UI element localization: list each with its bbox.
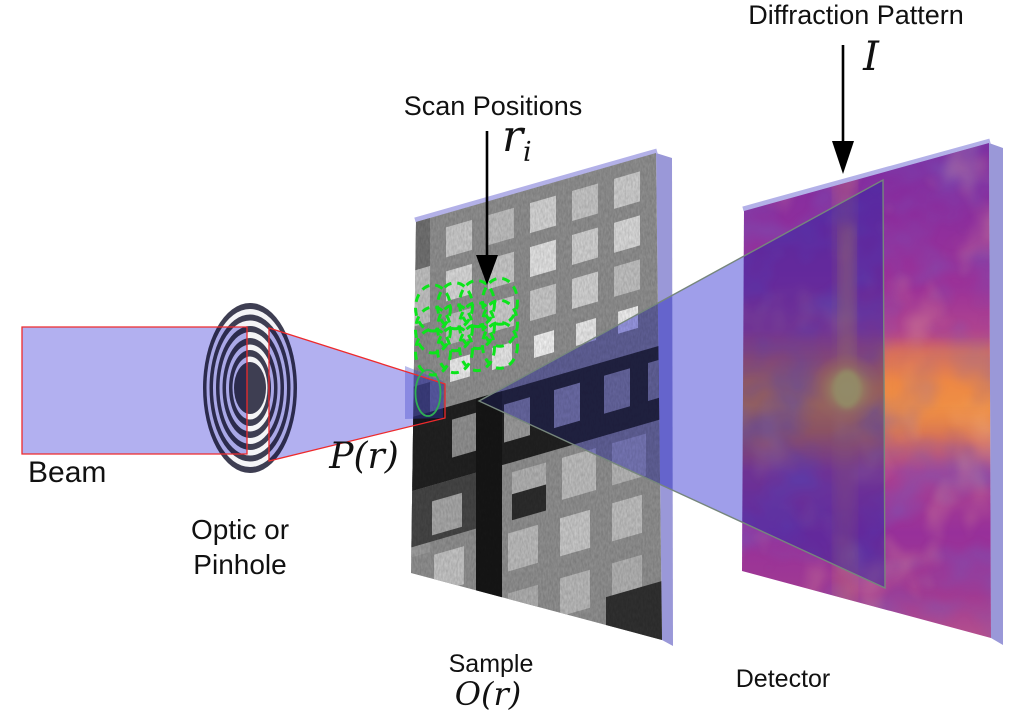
diffraction-pattern-arrow bbox=[832, 45, 854, 174]
detector-top-edge bbox=[742, 138, 991, 212]
detector-side-face bbox=[989, 143, 1003, 645]
optic-label-line1: Optic or bbox=[190, 514, 290, 545]
scan-math-sub: i bbox=[523, 136, 532, 168]
scan-positions-math-label: ri bbox=[502, 111, 532, 168]
scan-positions-label: Scan Positions bbox=[403, 91, 583, 121]
scan-circle bbox=[458, 279, 496, 329]
diffraction-pattern-label: Diffraction Pattern bbox=[748, 0, 964, 30]
scan-circle bbox=[481, 298, 519, 348]
intensity-math-label: I bbox=[863, 34, 879, 80]
cone-edge bbox=[477, 178, 886, 590]
scan-circle bbox=[458, 301, 496, 351]
scan-circle bbox=[458, 323, 496, 373]
beam-label: Beam bbox=[28, 456, 107, 489]
probe-function-label: P(r) bbox=[329, 436, 399, 477]
diverging-cone bbox=[477, 178, 886, 590]
scan-circle bbox=[414, 327, 452, 377]
object-function-label: O(r) bbox=[454, 675, 522, 713]
beam-outline bbox=[21, 326, 248, 455]
scan-position-circles bbox=[414, 276, 519, 377]
optic-label: Optic or Pinhole bbox=[191, 512, 289, 582]
converging-beam-outline bbox=[268, 327, 446, 462]
scan-circle bbox=[436, 303, 474, 353]
scan-circle bbox=[436, 281, 474, 331]
probe-footprint bbox=[405, 366, 443, 419]
scan-circle bbox=[481, 276, 519, 326]
scan-circle bbox=[414, 305, 452, 355]
probe-position-marker bbox=[414, 369, 442, 417]
converging-beam bbox=[268, 327, 446, 462]
optic-label-line2: Pinhole bbox=[193, 549, 287, 580]
scan-math-base: r bbox=[502, 111, 524, 162]
scan-circle bbox=[436, 325, 474, 375]
scan-circle bbox=[414, 283, 452, 333]
detector-label: Detector bbox=[735, 665, 831, 693]
beam-body bbox=[22, 327, 247, 454]
incoming-beam bbox=[21, 326, 248, 455]
scan-positions-arrow bbox=[476, 131, 498, 285]
scan-circle bbox=[481, 320, 519, 370]
cone-tint bbox=[479, 180, 885, 588]
sample-top-edge bbox=[414, 148, 658, 223]
down-arrow-icon bbox=[476, 255, 498, 285]
down-arrow-icon bbox=[832, 141, 854, 174]
sample-label: Sample bbox=[448, 650, 534, 678]
converging-beam-body bbox=[269, 328, 445, 461]
cone-body bbox=[479, 180, 885, 588]
